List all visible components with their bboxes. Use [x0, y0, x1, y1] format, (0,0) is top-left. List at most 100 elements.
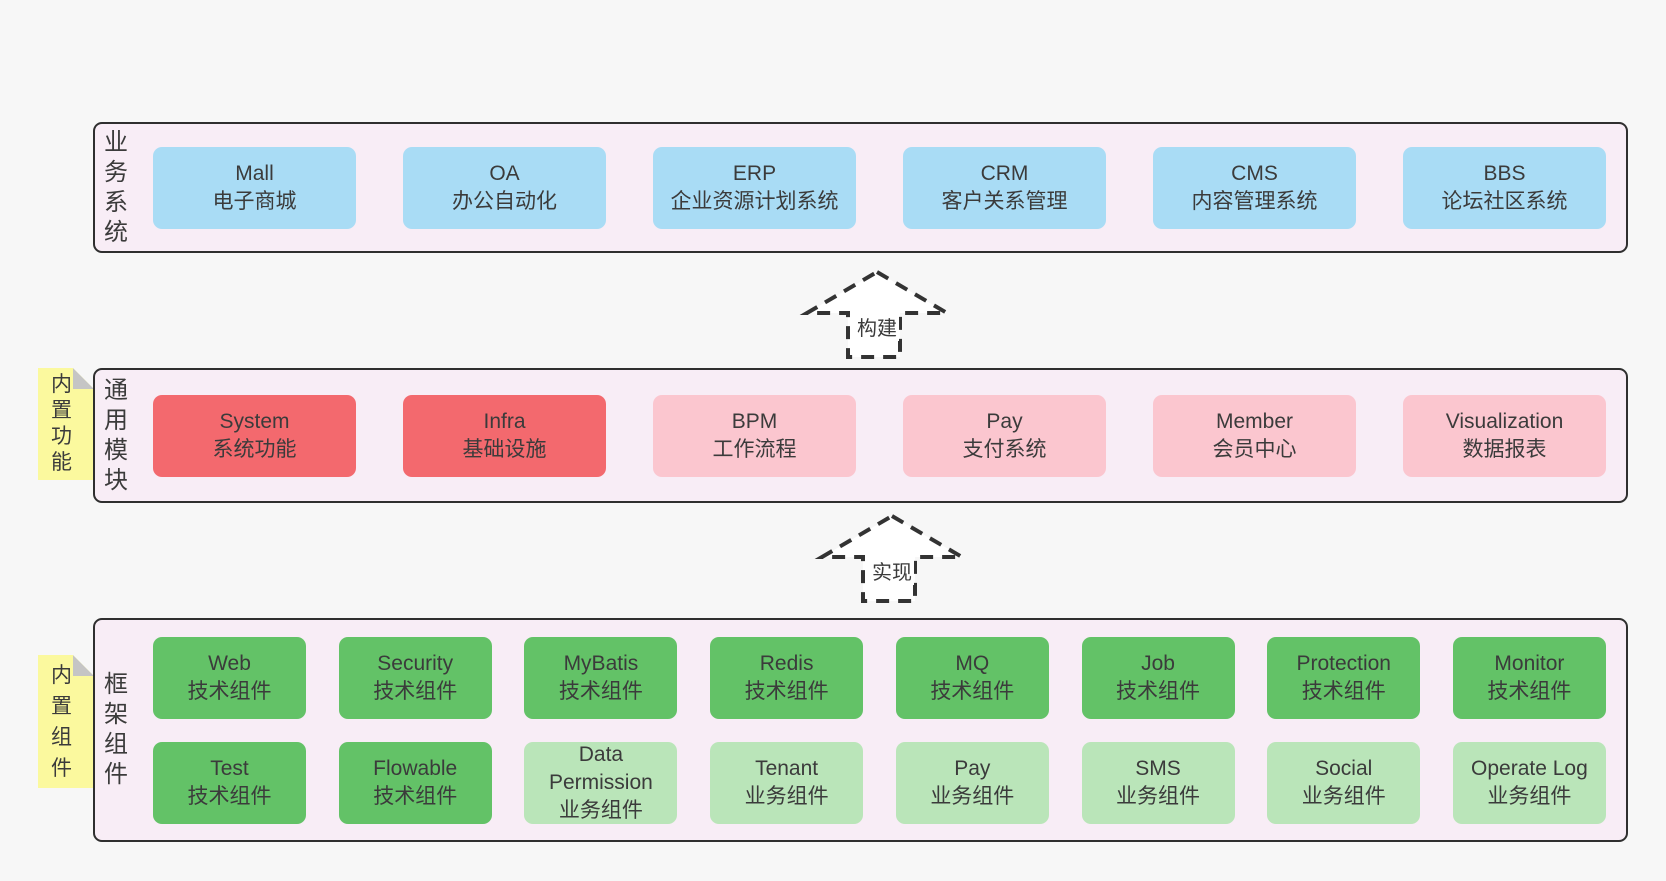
box-erp: ERP 企业资源计划系统 — [653, 146, 856, 229]
band-common-modules: 通用模块 System 系统功能 Infra 基础设施 BPM 工作流程 Pay… — [93, 368, 1628, 503]
box-job: Job 技术组件 — [1081, 636, 1235, 719]
box-title: Tenant — [755, 756, 819, 780]
box-title: Mall — [235, 161, 274, 185]
box-mq: MQ 技术组件 — [895, 636, 1049, 719]
box-flowable: Flowable 技术组件 — [338, 741, 492, 824]
box-title: Member — [1215, 409, 1294, 433]
box-title: Pay — [986, 409, 1023, 433]
box-title: MQ — [955, 651, 990, 675]
box-system: System 系统功能 — [153, 394, 356, 477]
box-cms: CMS 内容管理系统 — [1153, 146, 1356, 229]
box-security: Security 技术组件 — [338, 636, 492, 719]
box-title: BPM — [731, 409, 778, 433]
component-row-1: Web 技术组件 Security 技术组件 MyBatis 技术组件 Redi… — [153, 636, 1606, 719]
box-title: BBS — [1483, 161, 1526, 185]
box-subtitle: 技术组件 — [1301, 679, 1386, 703]
up-arrow-icon — [799, 269, 955, 359]
build-arrow-label: 构建 — [855, 312, 899, 341]
box-title: Visualization — [1445, 409, 1564, 433]
box-bpm: BPM 工作流程 — [653, 394, 856, 477]
box-mybatis: MyBatis 技术组件 — [524, 636, 678, 719]
box-subtitle: 系统功能 — [212, 437, 297, 461]
business-boxes: Mall 电子商城 OA 办公自动化 ERP 企业资源计划系统 CRM 客户关系… — [129, 146, 1626, 229]
box-tenant: Tenant 业务组件 — [710, 741, 864, 824]
box-subtitle: 业务组件 — [930, 784, 1015, 808]
box-title: SMS — [1135, 756, 1181, 780]
box-subtitle: 技术组件 — [1116, 679, 1201, 703]
implement-arrow: 实现 — [812, 500, 972, 604]
implement-arrow-label: 实现 — [870, 556, 914, 585]
box-subtitle: 电子商城 — [212, 189, 297, 213]
box-data-permission: Data Permission 业务组件 — [524, 741, 678, 824]
box-title: Social — [1315, 756, 1373, 780]
box-subtitle: 技术组件 — [373, 679, 458, 703]
box-title: Pay — [954, 756, 991, 780]
box-visualization: Visualization 数据报表 — [1403, 394, 1606, 477]
box-subtitle: 会员中心 — [1212, 437, 1297, 461]
box-bbs: BBS 论坛社区系统 — [1403, 146, 1606, 229]
box-subtitle: 工作流程 — [712, 437, 797, 461]
box-crm: CRM 客户关系管理 — [903, 146, 1106, 229]
band-framework-components: 框架组件 Web 技术组件 Security 技术组件 MyBatis 技术组件… — [93, 618, 1628, 842]
sticky-note-built-in-features: 内置功能 — [38, 368, 94, 480]
box-title: Job — [1141, 651, 1175, 675]
box-subtitle: 技术组件 — [744, 679, 829, 703]
box-subtitle: 技术组件 — [373, 784, 458, 808]
box-title: Test — [210, 756, 249, 780]
box-subtitle: 技术组件 — [187, 679, 272, 703]
box-subtitle: 办公自动化 — [452, 189, 557, 213]
module-boxes: System 系统功能 Infra 基础设施 BPM 工作流程 Pay 支付系统… — [129, 394, 1626, 477]
sticky-note-label: 内置组件 — [51, 663, 72, 780]
box-oa: OA 办公自动化 — [403, 146, 606, 229]
build-arrow: 构建 — [797, 256, 957, 360]
box-title: Monitor — [1494, 651, 1565, 675]
box-test: Test 技术组件 — [153, 741, 306, 824]
box-member: Member 会员中心 — [1153, 394, 1356, 477]
band-label-common-modules: 通用模块 — [104, 376, 128, 494]
box-subtitle: 业务组件 — [744, 784, 829, 808]
box-title: ERP — [732, 161, 777, 185]
band-label-framework-components: 框架组件 — [104, 671, 128, 788]
box-mall: Mall 电子商城 — [153, 146, 356, 229]
box-title: Redis — [759, 651, 814, 675]
up-arrow-icon — [814, 513, 970, 603]
box-operate-log: Operate Log 业务组件 — [1452, 741, 1606, 824]
box-protection: Protection 技术组件 — [1267, 636, 1421, 719]
sticky-note-built-in-components: 内置组件 — [38, 655, 94, 788]
box-subtitle: 业务组件 — [1487, 784, 1572, 808]
box-title: Operate Log — [1471, 756, 1588, 780]
band-label-business-systems: 业务系统 — [104, 128, 128, 246]
box-title: Protection — [1296, 651, 1391, 675]
component-row-2: Test 技术组件 Flowable 技术组件 Data Permission … — [153, 741, 1606, 824]
folded-corner-icon — [73, 655, 94, 676]
box-pay: Pay 支付系统 — [903, 394, 1106, 477]
box-title: Flowable — [373, 756, 458, 780]
box-pay-component: Pay 业务组件 — [895, 741, 1049, 824]
sticky-note-label: 内置功能 — [51, 373, 72, 474]
band-business-systems: 业务系统 Mall 电子商城 OA 办公自动化 ERP 企业资源计划系统 CRM… — [93, 122, 1628, 253]
box-infra: Infra 基础设施 — [403, 394, 606, 477]
box-subtitle: 技术组件 — [1487, 679, 1572, 703]
box-title: Web — [208, 651, 251, 675]
box-subtitle: 业务组件 — [558, 798, 643, 822]
box-monitor: Monitor 技术组件 — [1452, 636, 1606, 719]
box-social: Social 业务组件 — [1267, 741, 1421, 824]
box-web: Web 技术组件 — [153, 636, 306, 719]
box-subtitle: 内容管理系统 — [1191, 189, 1318, 213]
box-title: Infra — [483, 409, 526, 433]
box-subtitle: 基础设施 — [462, 437, 547, 461]
box-title: System — [219, 409, 290, 433]
box-title: Security — [377, 651, 454, 675]
box-subtitle: 支付系统 — [962, 437, 1047, 461]
box-redis: Redis 技术组件 — [710, 636, 864, 719]
box-subtitle: 业务组件 — [1116, 784, 1201, 808]
box-subtitle: 客户关系管理 — [941, 189, 1068, 213]
box-subtitle: 技术组件 — [187, 784, 272, 808]
box-subtitle: 技术组件 — [558, 679, 643, 703]
folded-corner-icon — [73, 368, 94, 389]
box-title: CRM — [980, 161, 1029, 185]
component-rows: Web 技术组件 Security 技术组件 MyBatis 技术组件 Redi… — [129, 636, 1626, 824]
box-title: Data Permission — [548, 742, 653, 794]
box-sms: SMS 业务组件 — [1081, 741, 1235, 824]
